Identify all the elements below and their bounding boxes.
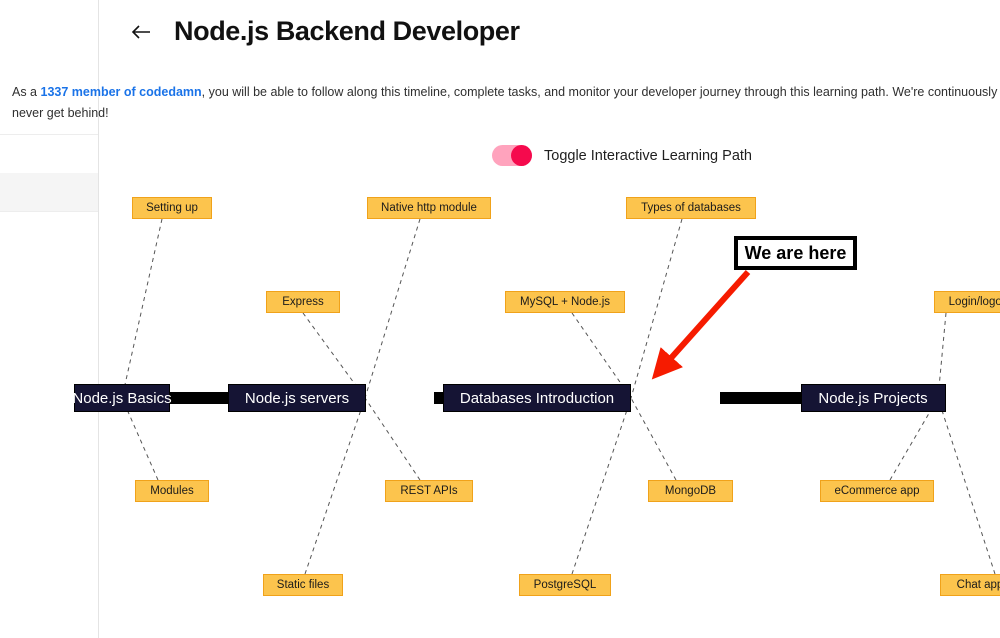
connector-line <box>937 397 996 575</box>
topic-box[interactable]: Chat app <box>940 574 1000 596</box>
intro-rest: , you will be able to follow along this … <box>201 85 1000 99</box>
topic-box[interactable]: MySQL + Node.js <box>505 291 625 313</box>
connector-line <box>304 397 366 575</box>
milestone-node[interactable]: Databases Introduction <box>443 384 631 412</box>
back-arrow-icon[interactable] <box>128 19 154 45</box>
connector-line <box>571 397 632 575</box>
topic-box[interactable]: Static files <box>263 574 343 596</box>
sidebar: DashboardLearning PathsCoursesClassrooms… <box>0 0 99 638</box>
sidebar-groups: DashboardLearning PathsCoursesClassrooms… <box>0 20 98 250</box>
connector-line <box>630 218 683 399</box>
milestone-node[interactable]: Node.js Projects <box>800 384 946 412</box>
interactive-path-toggle-row: Toggle Interactive Learning Path <box>492 145 752 166</box>
intro-line2: never get behind! <box>12 106 109 120</box>
milestone-node[interactable]: Node.js servers <box>228 384 366 412</box>
intro-paragraph: As a 1337 member of codedamn, you will b… <box>12 82 1000 124</box>
milestone-node[interactable]: Node.js Basics <box>72 384 172 412</box>
topic-box[interactable]: MongoDB <box>648 480 733 502</box>
topic-box[interactable]: Setting up <box>132 197 212 219</box>
connector-line <box>364 218 421 399</box>
connector-line <box>364 397 421 481</box>
connector-line <box>630 397 677 481</box>
main-content: Node.js Backend Developer <box>100 0 1000 638</box>
topic-box[interactable]: eCommerce app <box>820 480 934 502</box>
topic-box[interactable]: REST APIs <box>385 480 473 502</box>
sidebar-group-1: ClassroomsPlaygrounds <box>0 135 98 212</box>
topic-box[interactable]: Login/logout <box>934 291 1000 313</box>
page-title: Node.js Backend Developer <box>174 16 520 46</box>
connector-line <box>121 218 163 399</box>
sidebar-group-0: DashboardLearning PathsCourses <box>0 20 98 135</box>
topic-box[interactable]: Types of databases <box>626 197 756 219</box>
interactive-path-toggle[interactable] <box>492 145 532 166</box>
toggle-knob-icon <box>511 145 532 166</box>
membership-link[interactable]: 1337 member of codedamn <box>40 85 202 99</box>
topic-box[interactable]: PostgreSQL <box>519 574 611 596</box>
page-header: Node.js Backend Developer <box>128 16 520 47</box>
topic-box[interactable]: Native http module <box>367 197 491 219</box>
intro-prefix: As a <box>12 85 41 99</box>
toggle-label: Toggle Interactive Learning Path <box>544 147 752 164</box>
topic-box[interactable]: Express <box>266 291 340 313</box>
topic-box[interactable]: Modules <box>135 480 209 502</box>
sidebar-item-playgrounds[interactable]: Playgrounds <box>0 173 98 211</box>
we-are-here-label: We are here <box>734 236 857 270</box>
